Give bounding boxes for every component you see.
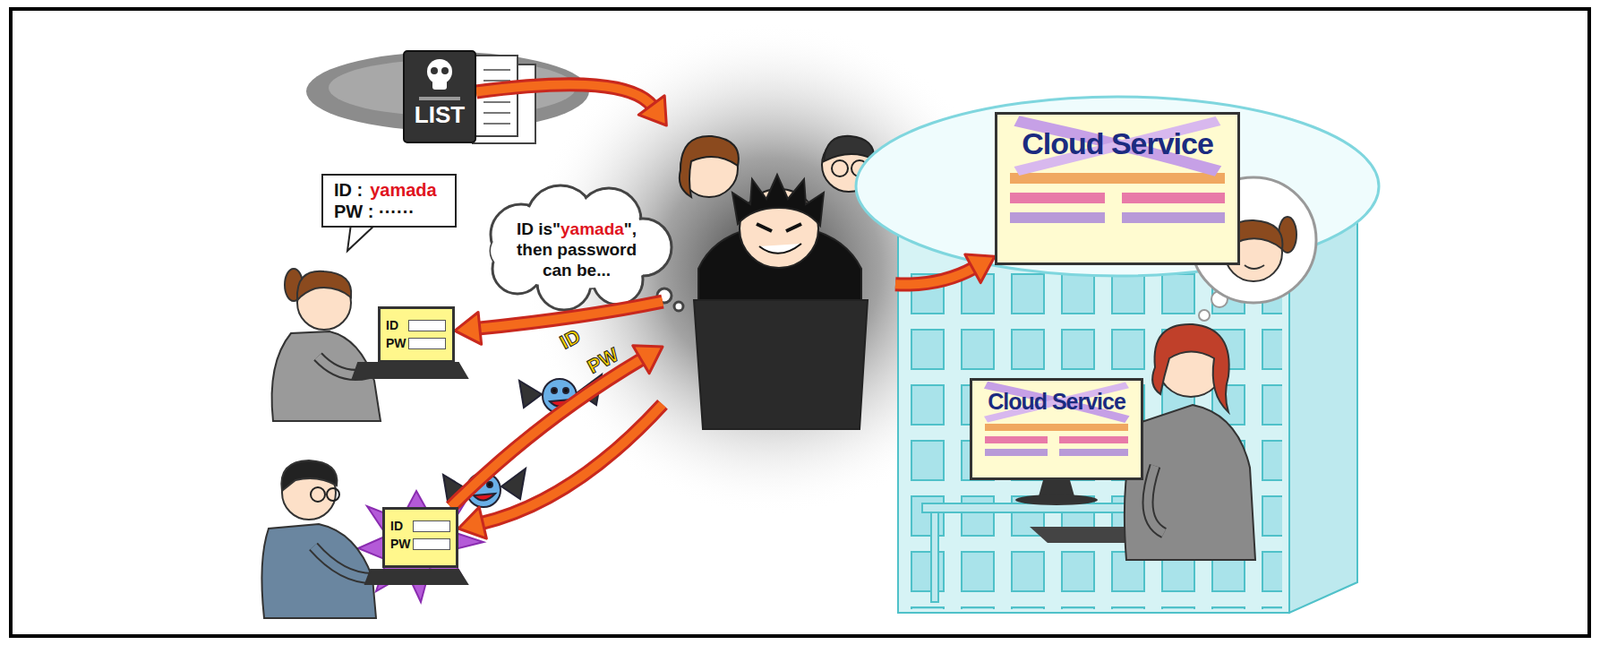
frame	[10, 8, 1590, 636]
thought-cloud	[490, 185, 684, 311]
content-bar	[984, 423, 1129, 431]
field-label: PW	[385, 335, 406, 351]
field-label: ID	[390, 518, 411, 533]
skull-icon	[417, 57, 463, 94]
laptop-screen: ID PW	[377, 306, 455, 363]
content-row	[984, 436, 1129, 444]
content-row	[1009, 192, 1225, 204]
service-title: Cloud Service	[979, 380, 1134, 415]
field-label: ID	[385, 317, 406, 333]
bat-carried-label: ID	[556, 325, 584, 353]
arrow-head	[633, 345, 663, 374]
credential-text: yamada	[369, 179, 437, 200]
arrow-body	[478, 301, 663, 329]
credential-text: PW : ······	[333, 201, 415, 222]
woman-user	[272, 268, 468, 421]
arrow-heads	[965, 254, 995, 283]
cloud-service-monitor: Cloud Service	[969, 377, 1144, 480]
balloon-tail	[347, 223, 377, 251]
divider-bar	[419, 96, 461, 101]
content-bar	[1059, 448, 1129, 456]
login-row: PW	[385, 335, 447, 351]
balloon-line: PW : ······	[333, 200, 445, 223]
arrow-heads	[454, 312, 482, 345]
arrow-outline	[895, 267, 975, 285]
arrow-heads	[638, 95, 667, 126]
arrow-outline	[476, 84, 653, 107]
arrow-body	[476, 84, 653, 107]
skull-eye	[441, 67, 449, 75]
flow-arrow	[895, 254, 995, 284]
login-row: ID	[385, 317, 447, 333]
thought-words: ID is"	[516, 219, 561, 239]
arrow-head	[965, 254, 995, 283]
credential-balloon: ID : yamadaPW : ······	[321, 173, 457, 228]
arrow-head	[454, 312, 482, 345]
content-bar	[1009, 192, 1105, 204]
cloud-service-screen: Cloud Service	[994, 111, 1241, 266]
content-row	[984, 448, 1129, 456]
content-bar	[1009, 172, 1225, 184]
arrow-heads	[458, 506, 487, 539]
thought-words: yamada	[560, 219, 625, 239]
flow-arrow	[458, 403, 663, 539]
arrow-outline	[480, 403, 663, 523]
input-field	[408, 337, 446, 350]
arrow-head	[458, 506, 487, 539]
balloon-line: ID : yamada	[333, 179, 445, 201]
field-label: PW	[390, 536, 411, 551]
list-document: LIST	[402, 50, 477, 144]
arrow-outline	[478, 301, 663, 329]
attacker-group: ID is"yamada", then password can be...	[662, 125, 896, 430]
list-label: LIST	[404, 102, 475, 129]
skull-jaw	[432, 78, 447, 90]
content-row	[1009, 212, 1225, 223]
credential-text: ID :	[333, 179, 363, 200]
skull-eye	[430, 67, 438, 75]
attacker-group-figure	[679, 136, 876, 429]
input-field	[412, 538, 451, 550]
content-bar	[1059, 436, 1129, 444]
content-bar	[984, 436, 1048, 444]
content-bar	[984, 448, 1048, 456]
flow-arrow	[476, 84, 667, 126]
input-field	[408, 319, 446, 332]
login-row: PW	[390, 536, 451, 551]
arrow-body	[480, 403, 663, 523]
content-bar	[1121, 212, 1225, 223]
arrow-body	[451, 358, 643, 507]
content-bar	[1121, 192, 1225, 204]
thought-text: ID is"yamada", then password can be...	[501, 219, 652, 281]
arrow-head	[638, 95, 667, 126]
bat-carried-label: PW	[584, 344, 623, 377]
arrow-body	[895, 267, 975, 285]
arrow-heads	[633, 345, 663, 374]
service-title: Cloud Service	[1004, 114, 1231, 161]
office-building	[855, 96, 1379, 613]
laptop-screen: ID PW	[382, 506, 459, 568]
flow-arrow	[451, 345, 663, 507]
content-bar	[1009, 212, 1105, 223]
arrow-outline	[451, 358, 643, 507]
man-user	[261, 460, 484, 618]
login-row: ID	[390, 518, 451, 533]
input-field	[412, 520, 451, 532]
